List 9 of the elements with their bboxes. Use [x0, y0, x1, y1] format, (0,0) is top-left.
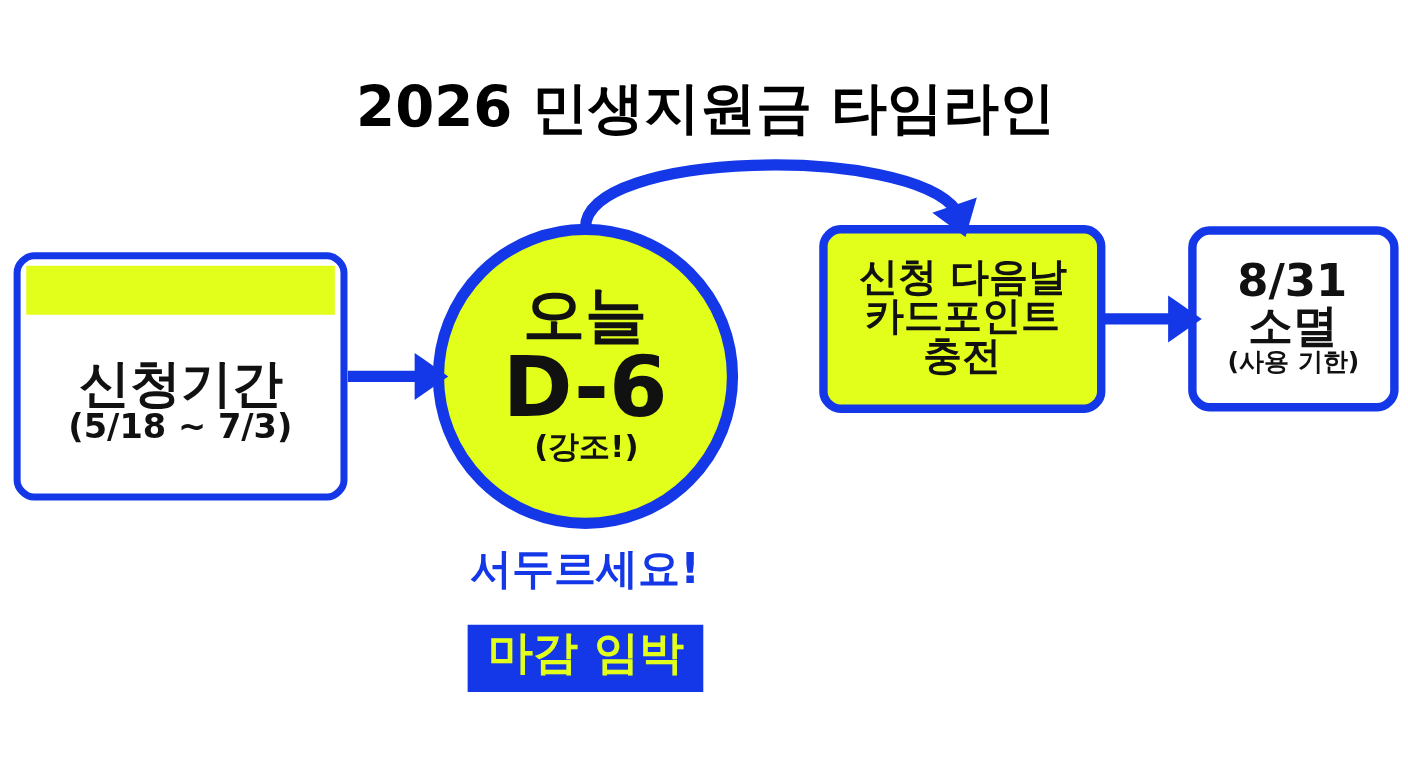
node-circle: 오늘 D-6 (강조!)	[432, 223, 739, 529]
node-box: 마감 임박	[467, 624, 704, 692]
node-box: 8/31 소멸 (사용 기한)	[1188, 225, 1399, 412]
node-box: 신청 다음날 카드포인트 충전	[819, 224, 1106, 413]
diagram-title: 2026 민생지원금 타임라인	[356, 74, 1056, 140]
node-box: 신청기간 (5/18 ~ 7/3)	[13, 251, 348, 501]
node-label: 서두르세요!	[470, 543, 700, 593]
arrow	[580, 159, 977, 237]
arrow	[347, 352, 449, 400]
